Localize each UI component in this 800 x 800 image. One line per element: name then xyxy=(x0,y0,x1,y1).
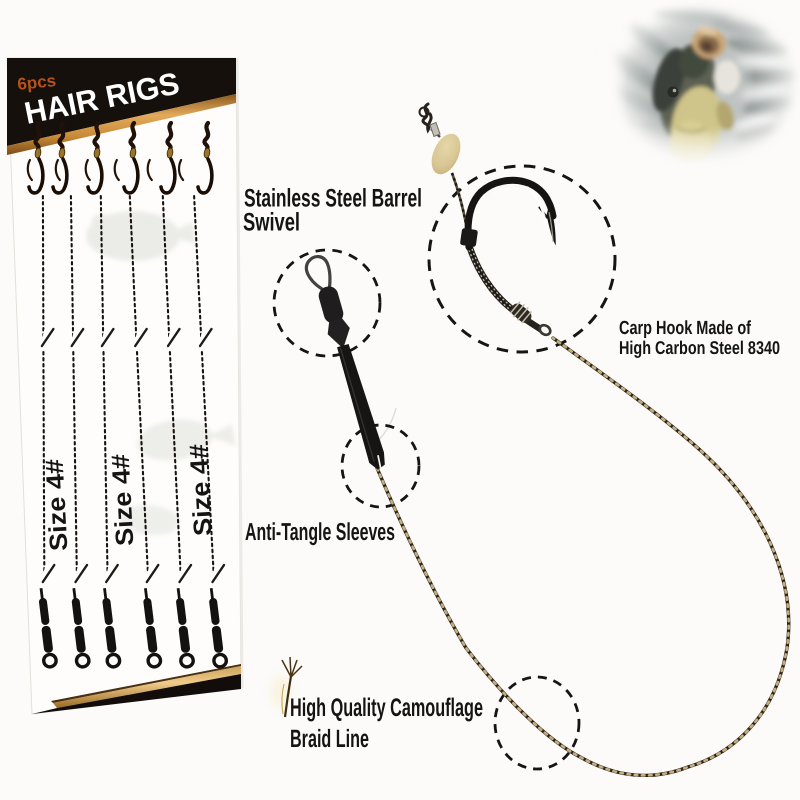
svg-text:Braid Line: Braid Line xyxy=(290,725,369,753)
svg-text:Swivel: Swivel xyxy=(243,209,300,237)
svg-text:Size 4#: Size 4# xyxy=(107,453,140,546)
svg-text:High Carbon Steel 8340: High Carbon Steel 8340 xyxy=(619,337,780,358)
svg-text:Carp Hook Made of: Carp Hook Made of xyxy=(619,318,752,339)
svg-text:Stainless Steel Barrel: Stainless Steel Barrel xyxy=(244,185,422,213)
svg-text:6pcs: 6pcs xyxy=(16,71,57,94)
svg-text:Size 4#: Size 4# xyxy=(41,458,74,551)
svg-text:High Quality Camouflage: High Quality Camouflage xyxy=(290,694,483,722)
svg-text:Anti-Tangle Sleeves: Anti-Tangle Sleeves xyxy=(245,519,395,546)
svg-text:Size 4#: Size 4# xyxy=(185,443,218,536)
